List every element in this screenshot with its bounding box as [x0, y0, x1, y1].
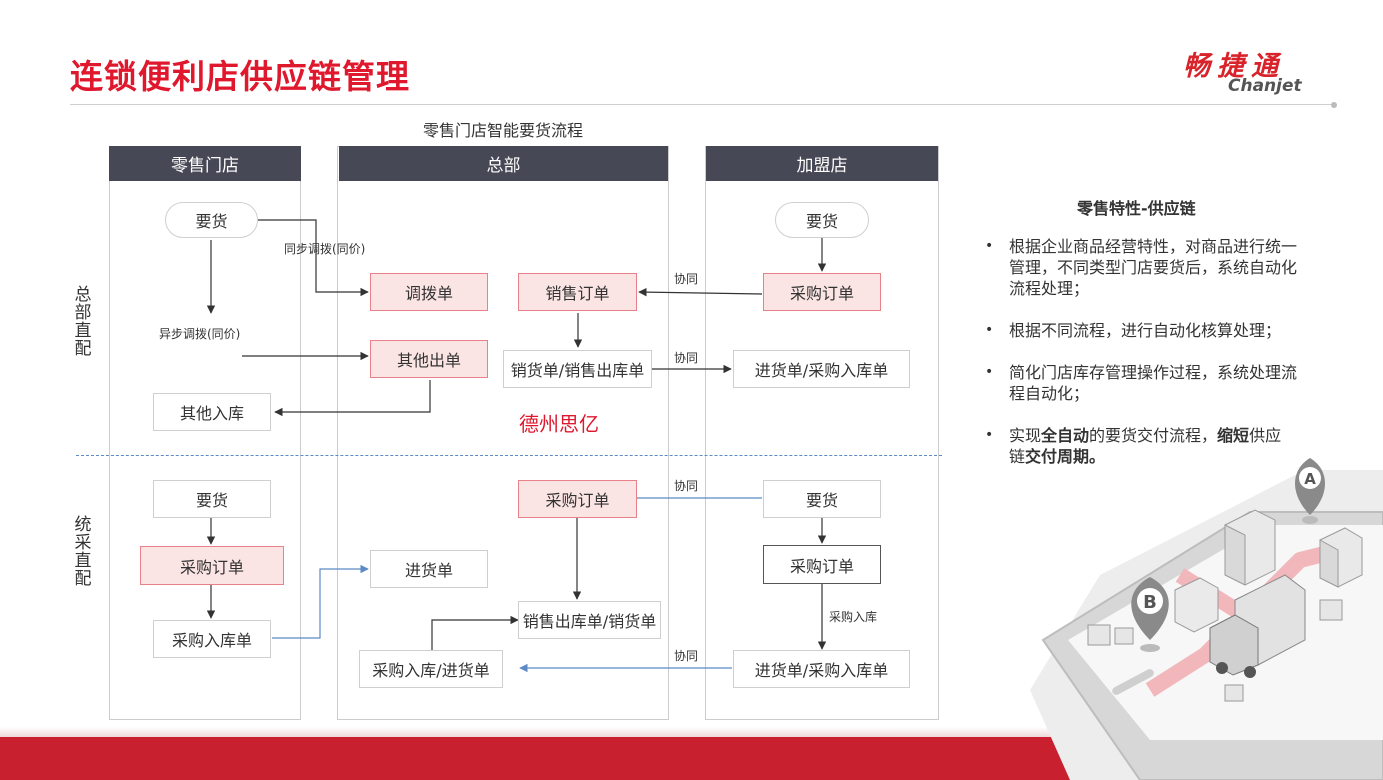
- building-icon: [1319, 527, 1363, 588]
- feature-bullet: • 根据企业商品经营特性，对商品进行统一管理，不同类型门店要货后，系统自动化流程处…: [985, 236, 1297, 299]
- brand-logo-en: Chanjet: [1228, 76, 1302, 96]
- node-franchise-request-1: 要货: [775, 202, 869, 238]
- node-franchise-purchase-order-2: 采购订单: [763, 545, 881, 584]
- page-title: 连锁便利店供应链管理: [70, 57, 410, 96]
- node-store-purchase-inbound: 采购入库单: [153, 620, 271, 658]
- edge-other-out-to-in: [274, 380, 431, 417]
- delivery-truck-icon: [1209, 574, 1306, 678]
- bullet-text: 供应链: [1009, 426, 1282, 466]
- node-franchise-receipt-1: 进货单/采购入库单: [733, 350, 910, 388]
- edge-sync-transfer: [258, 219, 369, 297]
- edge-label-async-transfer: 异步调拨(同价): [159, 327, 241, 341]
- diagram-title: 零售门店智能要货流程: [423, 121, 584, 140]
- bullet-text: 实现: [1009, 426, 1042, 445]
- feature-bullet-list: • 根据企业商品经营特性，对商品进行统一管理，不同类型门店要货后，系统自动化流程处…: [985, 236, 1297, 488]
- node-franchise-request-2: 要货: [763, 480, 881, 518]
- edge-label-cooperate-3: 协同: [674, 479, 699, 493]
- column-header-store: 零售门店: [109, 146, 301, 181]
- node-franchise-receipt-2: 进货单/采购入库单: [733, 650, 910, 688]
- header-rule-dot: [1331, 102, 1337, 108]
- edge-label-purchase-inbound: 采购入库: [829, 610, 878, 624]
- node-other-outbound: 其他出单: [370, 340, 488, 378]
- node-store-purchase-order: 采购订单: [140, 546, 284, 585]
- node-hq-receipt: 进货单: [370, 550, 488, 588]
- bullet-text: 简化门店库存管理操作过程，系统处理流程自动化；: [1009, 363, 1298, 403]
- column-header-franchise: 加盟店: [706, 146, 938, 181]
- node-hq-sales-outbound: 销售出库单/销货单: [518, 601, 661, 639]
- node-store-request-2: 要货: [153, 480, 271, 518]
- node-hq-purchase-inbound: 采购入库/进货单: [359, 650, 503, 688]
- column-header-hq: 总部: [339, 146, 668, 181]
- sidebar-heading: 零售特性-供应链: [1077, 199, 1196, 218]
- bullet-emphasis: 缩短: [1217, 426, 1250, 445]
- edge-hq-inbound-to-outbound: [431, 615, 519, 650]
- node-delivery-sales-outbound: 销货单/销售出库单: [503, 350, 652, 388]
- node-sales-order: 销售订单: [518, 273, 637, 311]
- pin-b-label: B: [1143, 592, 1157, 613]
- edge-label-sync-transfer: 同步调拨(同价): [284, 242, 366, 256]
- package-icon: [1087, 599, 1343, 702]
- bullet-marker: •: [985, 238, 994, 254]
- map-pin-a-icon: [1295, 458, 1325, 524]
- pin-a-label: A: [1304, 470, 1316, 488]
- node-transfer-order: 调拨单: [370, 273, 488, 311]
- edge-label-cooperate-2: 协同: [674, 351, 699, 365]
- bullet-emphasis: 交付周期。: [1025, 447, 1106, 466]
- edge-label-cooperate-1: 协同: [674, 272, 699, 286]
- feature-bullet: • 简化门店库存管理操作过程，系统处理流程自动化；: [985, 362, 1297, 404]
- feature-bullet: • 根据不同流程，进行自动化核算处理；: [985, 320, 1297, 341]
- header-rule: [70, 104, 1332, 105]
- brand-logo-cn: 畅捷通: [1183, 51, 1285, 82]
- building-icon: [1174, 577, 1219, 633]
- bullet-text: 根据不同流程，进行自动化核算处理；: [1009, 321, 1282, 340]
- section-label-hq-direct: 总部直配: [74, 285, 92, 359]
- watermark-text: 德州思亿: [519, 412, 599, 436]
- section-label-central-purchase: 统采直配: [74, 515, 92, 589]
- node-other-inbound: 其他入库: [153, 393, 271, 431]
- section-divider: [76, 455, 942, 456]
- edge-cooperate-po: [638, 287, 763, 297]
- building-icon: [1224, 509, 1276, 586]
- feature-bullet: • 实现全自动的要货交付流程，缩短供应链交付周期。: [985, 425, 1297, 467]
- bullet-text: 的要货交付流程，: [1089, 426, 1218, 445]
- edge-label-cooperate-4: 协同: [674, 649, 699, 663]
- bullet-emphasis: 全自动: [1041, 426, 1090, 445]
- map-pin-b-icon: [1131, 577, 1169, 652]
- bullet-marker: •: [985, 364, 994, 380]
- node-hq-purchase-order: 采购订单: [518, 480, 637, 518]
- bullet-text: 根据企业商品经营特性，对商品进行统一管理，不同类型门店要货后，系统自动化流程处理…: [1009, 237, 1298, 298]
- node-store-request-1: 要货: [165, 202, 258, 238]
- bullet-marker: •: [985, 427, 994, 443]
- bullet-marker: •: [985, 322, 994, 338]
- edge-store-inbound-to-receipt: [272, 564, 369, 639]
- node-franchise-purchase-order-1: 采购订单: [763, 273, 881, 311]
